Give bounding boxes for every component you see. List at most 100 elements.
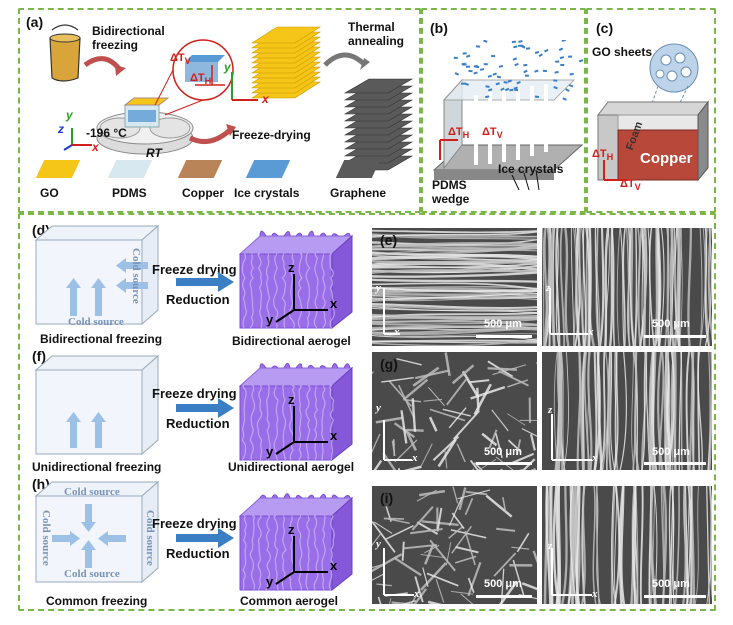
panel-i-label: (i)	[380, 490, 394, 506]
caption-d-right: Bidirectional aerogel	[232, 334, 351, 348]
legend-label-graphene: Graphene	[330, 186, 387, 200]
sem-axis-x-i2: x	[592, 588, 598, 600]
arrow-h	[176, 528, 234, 548]
cold-source-h-bottom: Cold source	[64, 568, 120, 580]
cold-source-h-top: Cold source	[64, 486, 120, 498]
legend-label-pdms: PDMS	[112, 186, 147, 200]
delta-th-label: ΔTH	[190, 72, 212, 87]
sem-axis-z-g2: z	[548, 404, 553, 416]
sem-axis-x-g2: x	[592, 452, 598, 464]
svg-text:z: z	[288, 392, 295, 407]
axis-y-a1: y	[66, 108, 73, 122]
svg-text:y: y	[266, 574, 274, 589]
delta-tv-label: ΔTV	[170, 52, 191, 67]
panel-a-label: (a)	[26, 14, 44, 30]
panel-e-label: (e)	[380, 232, 398, 248]
svg-text:y: y	[266, 312, 274, 327]
legend-label-ice-crystals: Ice crystals	[234, 186, 300, 200]
sem-axis-y-e1: y	[376, 282, 381, 294]
sem-axis-y-i1: y	[376, 538, 381, 550]
caption-h-left: Common freezing	[46, 594, 148, 608]
scalebar-g-left	[476, 462, 532, 465]
caption-d-left: Bidirectional freezing	[40, 332, 163, 346]
bottom-frame	[18, 213, 716, 611]
scale-e-left: 500 μm	[484, 318, 522, 330]
svg-text:z: z	[288, 522, 295, 537]
sem-axis-x-g1: x	[412, 452, 418, 464]
axis-z-a1: z	[58, 122, 64, 136]
legend-label-copper: Copper	[182, 186, 224, 200]
svg-text:y: y	[266, 444, 274, 459]
sem-image-e-right	[542, 228, 712, 346]
panel-a-illustration	[49, 24, 414, 171]
panel-c-illustration	[596, 43, 710, 182]
aerogel-bidirectional: zxy	[238, 230, 354, 330]
scale-g-left: 500 μm	[484, 446, 522, 458]
panel-b-frame	[421, 8, 586, 213]
thermal-annealing-label: Thermal annealing	[348, 20, 405, 48]
axis-x-a1: x	[92, 140, 99, 154]
dewar-icon	[96, 97, 194, 155]
sem-axis-z-i2: z	[548, 540, 553, 552]
delta-tv-label-c: ΔTV	[620, 178, 641, 193]
legend-label-go: GO	[40, 186, 59, 200]
panel-c-label: (c)	[596, 20, 614, 36]
panel-f-cube	[34, 354, 160, 456]
panel-b-illustration	[432, 40, 584, 191]
scale-i-right: 500 μm	[652, 578, 690, 590]
arrow-f	[176, 398, 234, 418]
panel-f-label: (f)	[32, 348, 46, 364]
svg-text:x: x	[330, 558, 338, 573]
sem-axis-x-e2: x	[588, 326, 594, 338]
aerogel-unidirectional: z x y	[238, 362, 354, 462]
sem-axis-z-e2: z	[546, 282, 551, 294]
panel-b-label: (b)	[430, 20, 448, 36]
process-f1: Freeze drying	[152, 386, 237, 401]
go-stack	[250, 26, 322, 99]
scalebar-g-right	[644, 462, 706, 465]
scale-g-right: 500 μm	[652, 446, 690, 458]
delta-tv-label-b: ΔTV	[482, 126, 503, 141]
svg-text:x: x	[330, 428, 338, 443]
arrow-d	[176, 272, 234, 292]
panel-c-frame	[586, 8, 716, 213]
aerogel-common: z x y	[238, 493, 354, 592]
sem-image-g-left	[372, 352, 537, 470]
sem-axis-y-g1: y	[376, 402, 381, 414]
caption-h-right: Common aerogel	[240, 594, 339, 608]
process-d1: Freeze drying	[152, 262, 237, 277]
axis-x-a2: x	[262, 92, 269, 106]
rt-label: RT	[146, 146, 162, 160]
sem-image-i-left	[372, 486, 537, 604]
process-h1: Freeze drying	[152, 516, 237, 531]
scalebar-e-right	[644, 335, 706, 338]
sem-image-g-right	[542, 352, 712, 470]
sem-axis-x-e1: x	[394, 326, 400, 338]
scalebar-i-right	[644, 595, 706, 598]
sem-axis-x-i1: x	[414, 588, 420, 600]
caption-f-right: Unidirectional aerogel	[228, 460, 355, 474]
pdms-wedge-label: PDMS wedge	[432, 178, 470, 206]
scalebar-e-left	[476, 335, 532, 338]
panel-h-cube	[34, 480, 160, 584]
delta-th-label-c: ΔTH	[592, 148, 614, 163]
panel-d-cube	[34, 224, 160, 326]
process-d2: Reduction	[166, 292, 230, 307]
process-h2: Reduction	[166, 546, 230, 561]
go-sheets-label: GO sheets	[592, 45, 653, 59]
panel-a-frame	[18, 8, 421, 213]
copper-label: Copper	[640, 150, 693, 167]
scale-i-left: 500 μm	[484, 578, 522, 590]
beaker-icon	[49, 24, 81, 82]
freeze-drying-label-a: Freeze-drying	[232, 128, 311, 142]
ice-crystals-label-b: Ice crystals	[498, 162, 564, 176]
delta-th-label-b: ΔTH	[448, 126, 470, 141]
caption-f-left: Unidirectional freezing	[32, 460, 162, 474]
cold-source-label-d2: Cold source	[68, 316, 124, 328]
panel-g-label: (g)	[380, 356, 398, 372]
process-f2: Reduction	[166, 416, 230, 431]
axis-y-a2: y	[224, 60, 231, 74]
bidirectional-freezing-label: Bidirectional freezing	[92, 24, 165, 52]
svg-text:x: x	[330, 296, 338, 311]
